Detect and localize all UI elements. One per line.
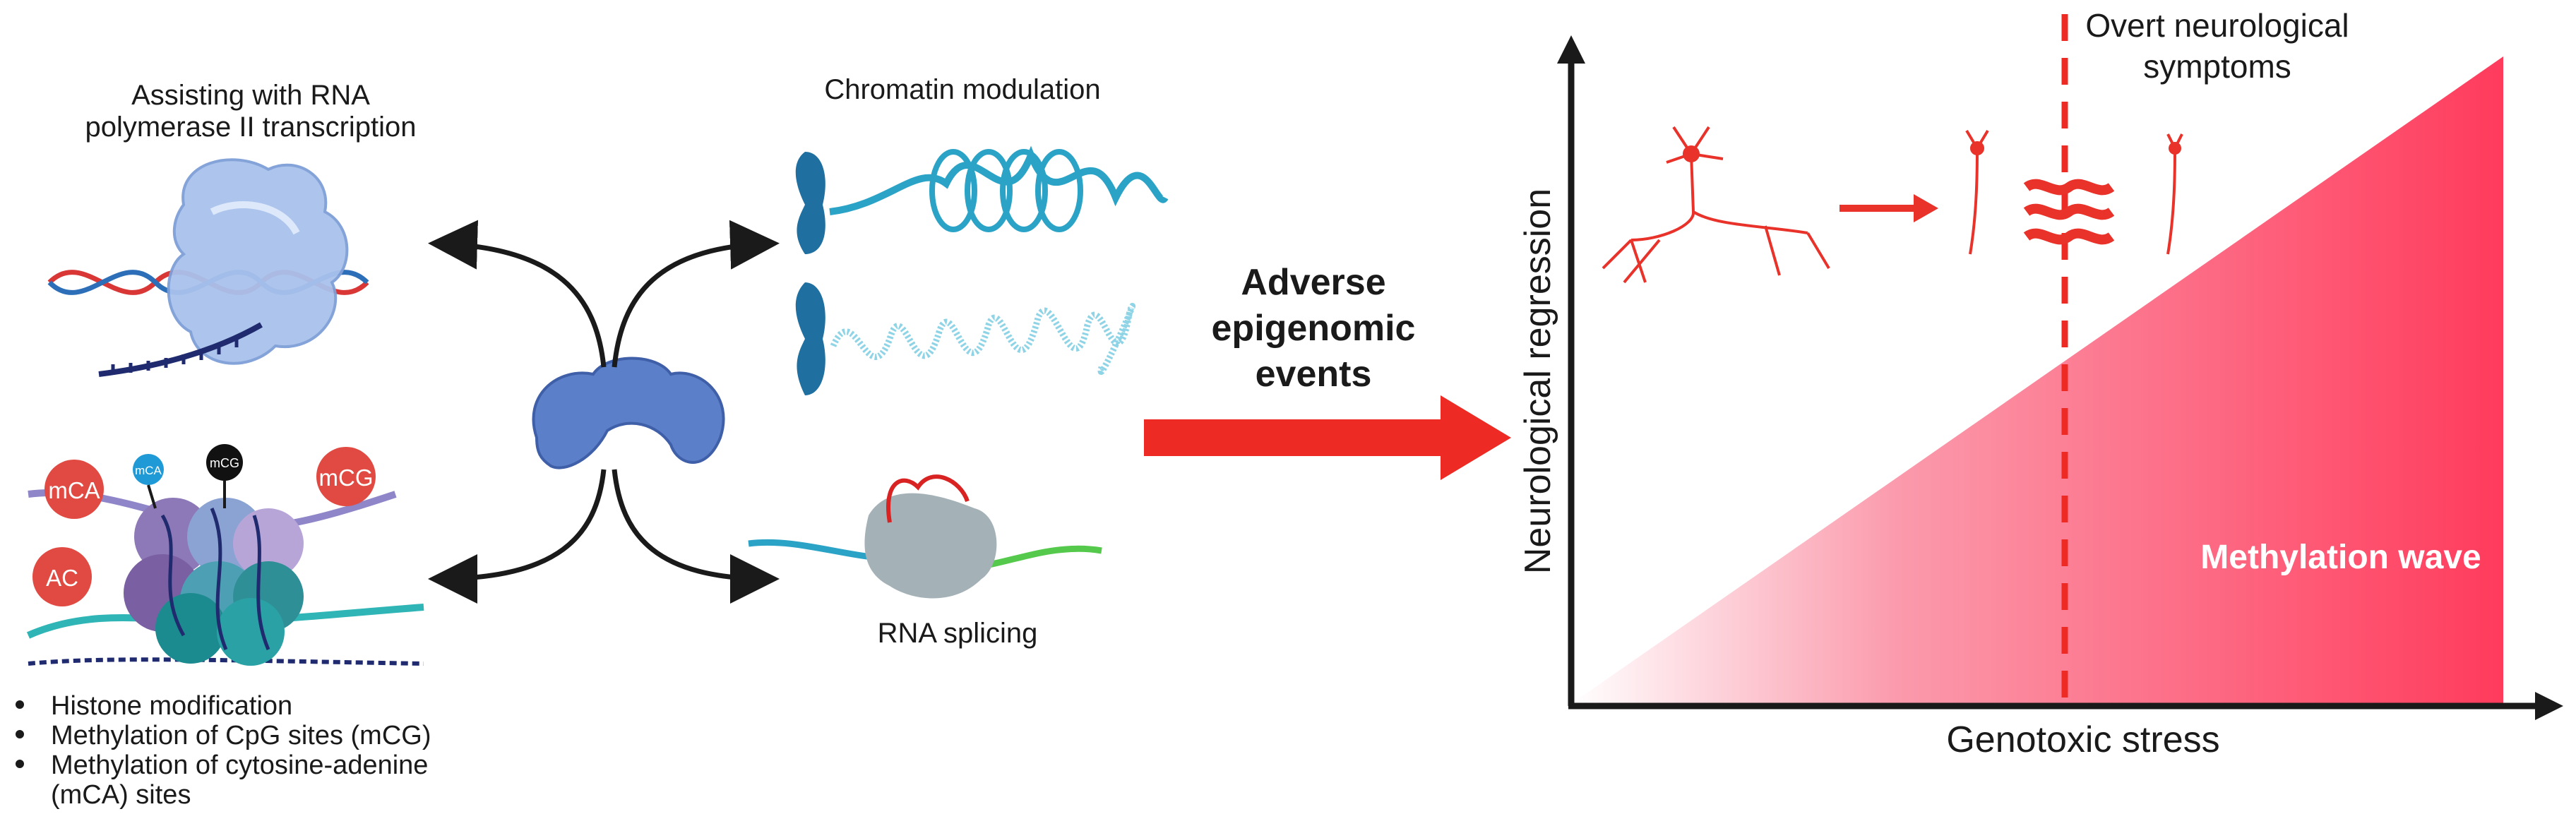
rna-pol-title-line1: Assisting with RNA [131,80,370,111]
bullet-histone: Histone modification [51,691,292,721]
y-axis-label: Neurological regression [1517,188,1558,574]
mark-mcg-large: mCG [319,465,374,491]
y-axis-arrowhead [1557,35,1585,64]
rna-splicing-illustration [748,474,1102,599]
bullet-list [16,700,24,768]
chromatin-illustration [795,145,1169,395]
bullet-dot [16,760,24,768]
damage-wave-icon [2023,179,2115,245]
adverse-line3: events [1256,354,1372,395]
mark-mcg-small: mCG [210,456,239,470]
x-axis-label: Genotoxic stress [1946,719,2219,760]
mecp2-protein-illustration [532,357,725,469]
adverse-line2: epigenomic [1212,308,1416,349]
rna-splicing-label: RNA splicing [878,618,1038,649]
mark-mca-large: mCA [48,477,100,503]
histone-illustration [26,444,424,666]
x-axis-arrowhead [2535,692,2563,720]
mark-ac: AC [46,565,78,591]
neuron-progression-illustration [1602,126,2183,284]
rna-polymerase-illustration [47,158,369,377]
neuron-arrow [1839,194,1938,222]
bullet-ca-cont: (mCA) sites [51,780,191,810]
bullet-ca: Methylation of cytosine-adenine [51,750,428,780]
mark-mca-small: mCA [135,464,162,477]
methylation-wave-area [1571,56,2503,704]
threshold-label-line2: symptoms [2143,48,2291,85]
adverse-line1: Adverse [1241,262,1385,303]
methylation-wave-label: Methylation wave [2200,539,2481,576]
bullet-cpg: Methylation of CpG sites (mCG) [51,721,431,750]
chromatin-title: Chromatin modulation [824,74,1100,105]
bullet-dot [16,700,24,709]
rna-pol-title-line2: polymerase II transcription [85,112,416,143]
bullet-dot [16,730,24,738]
adverse-events-arrow [1144,395,1511,480]
threshold-label-line1: Overt neurological [2085,7,2349,44]
branch-arrows [428,220,780,604]
